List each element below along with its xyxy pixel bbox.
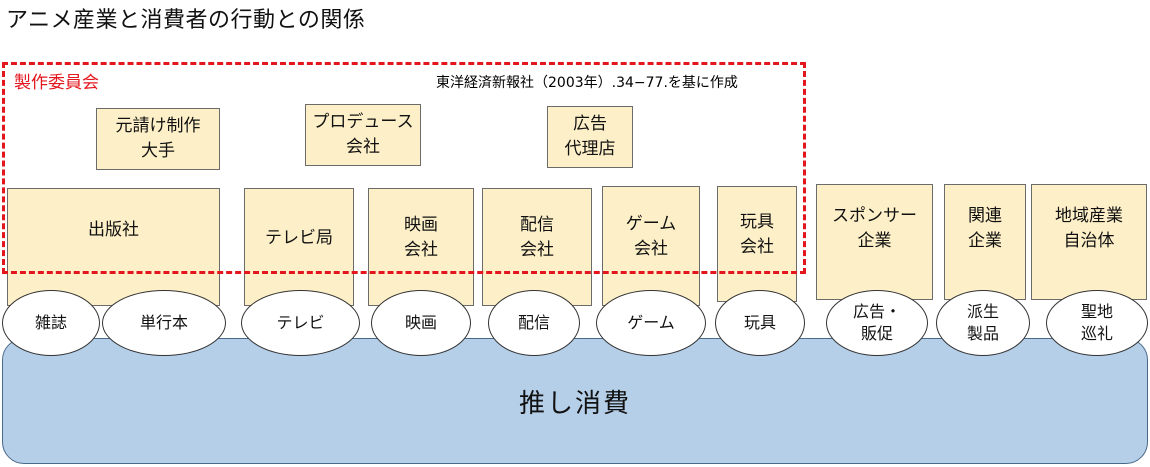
- box-publisher: 出版社: [7, 188, 220, 306]
- box-tv-station: テレビ局: [244, 188, 354, 306]
- box-ad-agency: 広告 代理店: [547, 106, 633, 168]
- base-label: 推し消費: [518, 388, 631, 419]
- box-streaming-company: 配信 会社: [482, 188, 592, 306]
- source-note: 東洋経済新報社（2003年）.34−77.を基に作成: [436, 75, 738, 91]
- box-film-company: 映画 会社: [368, 188, 474, 306]
- oval-ad-promo: 広告・ 販促: [826, 290, 928, 356]
- box-related-company: 関連 企業: [944, 184, 1026, 300]
- committee-label: 製作委員会: [14, 73, 99, 93]
- oval-derivative: 派生 製品: [936, 290, 1030, 356]
- box-production-company: プロデュース 会社: [305, 104, 421, 166]
- oval-tv: テレビ: [241, 290, 360, 356]
- oval-game: ゲーム: [596, 290, 706, 356]
- box-sponsor: スポンサー 企業: [816, 184, 933, 300]
- oval-pilgrimage: 聖地 巡礼: [1046, 290, 1148, 356]
- oval-book: 単行本: [102, 290, 226, 356]
- oval-toy: 玩具: [715, 290, 805, 356]
- oval-magazine: 雑誌: [2, 290, 100, 356]
- diagram-title: アニメ産業と消費者の行動との関係: [6, 8, 366, 33]
- oval-movie: 映画: [371, 290, 471, 356]
- box-game-company: ゲーム 会社: [602, 186, 700, 306]
- box-toy-company: 玩具 会社: [717, 186, 797, 302]
- oval-streaming: 配信: [488, 290, 580, 356]
- box-prime-studio: 元請け制作 大手: [96, 108, 220, 170]
- oshi-consumption-base: 推し消費: [2, 338, 1148, 464]
- box-local-government: 地域産業 自治体: [1031, 184, 1147, 300]
